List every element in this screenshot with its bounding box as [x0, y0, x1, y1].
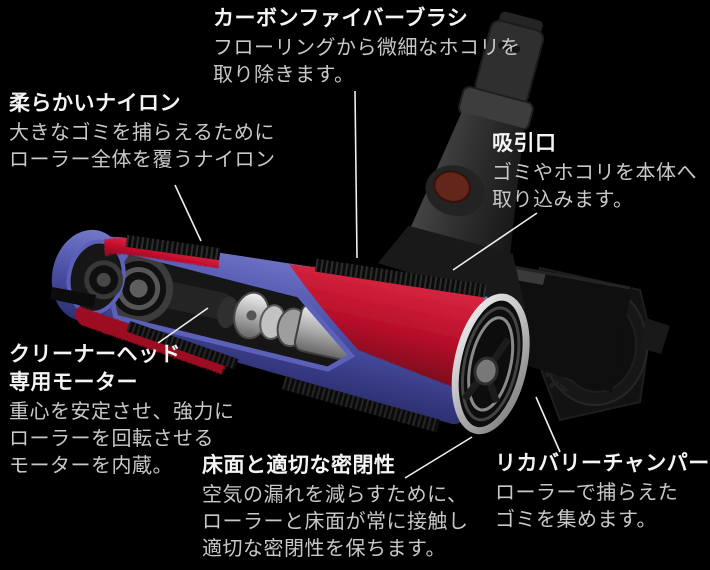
label-line: 適切な密閉性を保ちます。: [202, 538, 446, 560]
pointer-soft-nylon: [174, 184, 202, 242]
label-cleaner-head-motor: クリーナーヘッド 専用モーター 重心を安定させ、強力に ローラーを回転させる モ…: [9, 341, 235, 480]
pointer-lines: [157, 90, 561, 479]
label-line: フローリングから微細なホコリを: [213, 37, 521, 59]
pointer-carbon-fiber-brush: [354, 90, 358, 259]
label-line: 取り込みます。: [492, 189, 634, 211]
label-title: 吸引口: [492, 132, 557, 155]
label-title: 床面と適切な密閉性: [202, 454, 396, 477]
roller-end-cap-ring: [451, 293, 530, 435]
label-line: 取り除きます。: [213, 64, 355, 86]
label-floor-seal: 床面と適切な密閉性 空気の漏れを減らすために、 ローラーと床面が常に接触し 適切…: [202, 452, 469, 563]
label-line: 重心を安定させ、強力に: [9, 401, 235, 423]
pointer-cleaner-head-motor: [157, 307, 209, 344]
neck-red-button: [433, 170, 471, 203]
label-title: カーボンファイバーブラシ: [213, 7, 469, 30]
label-title: リカバリーチャンパー: [495, 452, 710, 475]
pointer-recovery-chamber: [535, 396, 561, 453]
suction-neck: [377, 11, 545, 309]
carbon-fiber-brush-strips: [125, 234, 488, 433]
label-line: ゴミやホコリを本体へ: [492, 162, 697, 184]
label-title: クリーナーヘッド: [9, 343, 181, 366]
roller-assembly: [51, 229, 530, 435]
label-carbon-fiber-brush: カーボンファイバーブラシ フローリングから微細なホコリを 取り除きます。: [213, 5, 521, 89]
label-line: 大きなゴミを捕らえるために: [9, 122, 275, 144]
label-recovery-chamber: リカバリーチャンパー ローラーで捕らえた ゴミを集めます。: [495, 450, 710, 534]
label-line: ゴミを集めます。: [495, 509, 657, 531]
label-line: ローラーで捕らえた: [495, 482, 679, 504]
label-title: 柔らかいナイロン: [9, 92, 181, 115]
label-line: 空気の漏れを減らすために、: [202, 484, 468, 506]
label-soft-nylon: 柔らかいナイロン 大きなゴミを捕らえるために ローラー全体を覆うナイロン: [9, 90, 276, 174]
label-suction-inlet: 吸引口 ゴミやホコリを本体へ 取り込みます。: [492, 130, 697, 214]
label-line: モーターを内蔵。: [9, 455, 173, 477]
pointer-floor-seal: [404, 436, 473, 479]
left-clip: [50, 287, 96, 308]
label-line: ローラー全体を覆うナイロン: [9, 149, 276, 171]
pointer-suction-inlet: [452, 212, 538, 271]
label-line: ローラーを回転させる: [9, 428, 214, 450]
label-title: 専用モーター: [9, 371, 138, 394]
label-line: ローラーと床面が常に接触し: [202, 511, 469, 533]
